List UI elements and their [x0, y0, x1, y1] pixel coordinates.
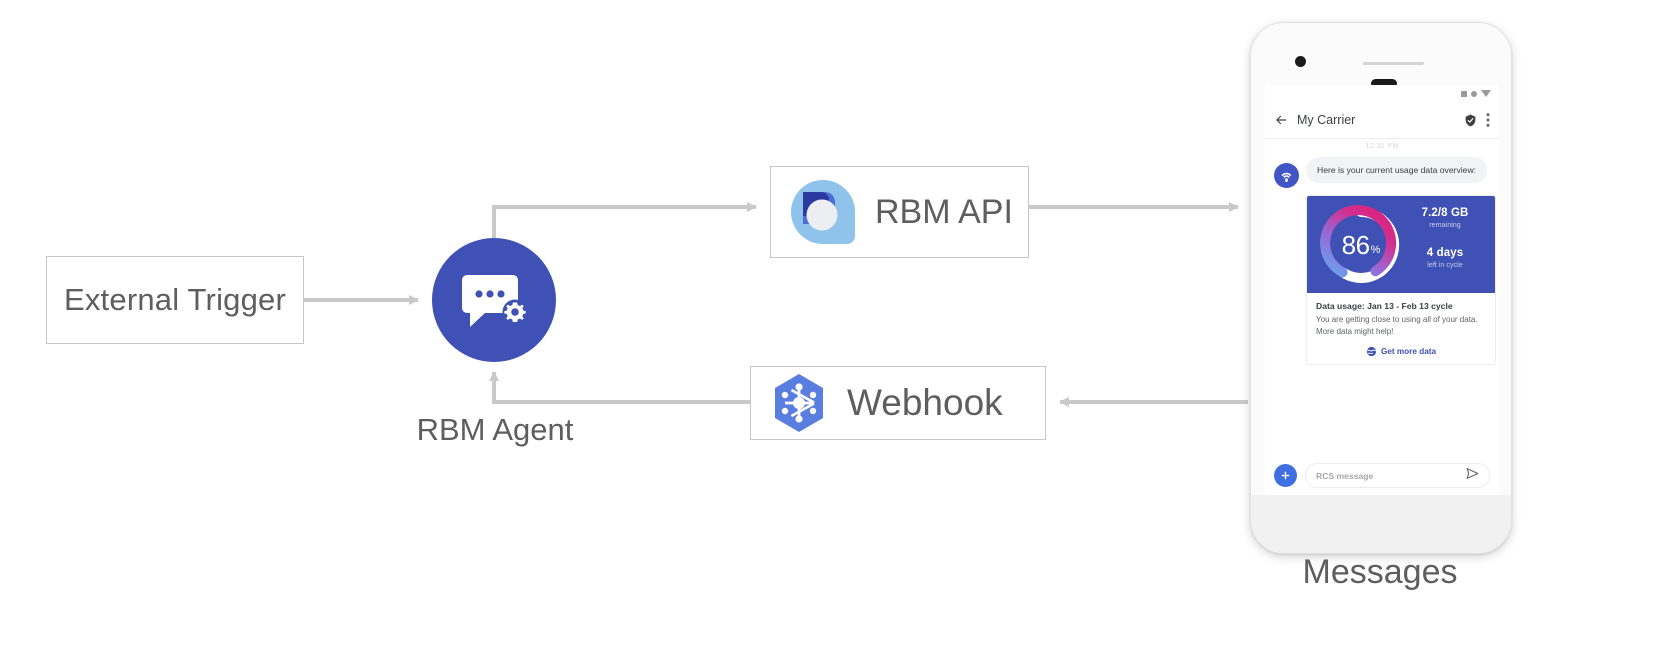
external-trigger-label: External Trigger — [63, 282, 287, 317]
stat-value: 4 days — [1426, 247, 1464, 259]
carrier-signal-icon — [1281, 172, 1292, 182]
message-bubble: Here is your current usage data overview… — [1306, 157, 1488, 184]
card-hero: 86 % 7.2/8 GB remaining 4 days lef — [1307, 196, 1495, 293]
conversation-area: 12:30 PM Here is your current usage data… — [1265, 139, 1499, 457]
rbm-agent-caption: RBM Agent — [416, 412, 574, 447]
rbm-api-teardrop-icon — [791, 180, 855, 244]
usage-gauge: 86 % — [1320, 204, 1402, 286]
stat-label: remaining — [1429, 220, 1461, 229]
rcs-message-placeholder: RCS message — [1316, 470, 1374, 481]
send-icon[interactable] — [1466, 467, 1479, 485]
stat-label: left in cycle — [1427, 260, 1463, 269]
app-bar: My Carrier — [1265, 102, 1499, 139]
card-title: Data usage: Jan 13 - Feb 13 cycle — [1316, 301, 1453, 311]
status-bar — [1265, 85, 1499, 102]
battery-triangle-icon — [1481, 90, 1491, 97]
node-external-trigger[interactable]: External Trigger — [46, 256, 304, 344]
phone-top-bezel — [1251, 23, 1511, 88]
message-timestamp: 12:30 PM — [1365, 143, 1399, 150]
gauge-center-value: 86 % — [1320, 204, 1402, 286]
get-more-data-label: Get more data — [1380, 347, 1437, 357]
earpiece-line — [1363, 62, 1424, 65]
card-description: You are getting close to using all of yo… — [1316, 315, 1478, 336]
phone-device: My Carrier 12:30 PM — [1250, 22, 1512, 554]
node-rbm-agent[interactable] — [432, 238, 556, 362]
rich-card[interactable]: 86 % 7.2/8 GB remaining 4 days lef — [1306, 195, 1496, 366]
avatar — [1274, 163, 1299, 188]
verified-shield-icon — [1464, 114, 1477, 127]
stat-data-remaining: 7.2/8 GB remaining — [1404, 207, 1486, 229]
wifi-dot-icon — [1471, 90, 1477, 97]
gauge-value: 86 — [1341, 229, 1370, 260]
data-globe-icon — [1366, 347, 1377, 357]
card-body: Data usage: Jan 13 - Feb 13 cycle You ar… — [1307, 293, 1495, 364]
node-webhook[interactable]: Webhook — [750, 366, 1046, 440]
plus-icon[interactable] — [1274, 464, 1297, 487]
phone-screen: My Carrier 12:30 PM — [1265, 85, 1499, 517]
get-more-data-button[interactable]: Get more data — [1316, 346, 1486, 357]
rbm-api-label: RBM API — [875, 192, 1013, 231]
cloud-functions-hexagon-icon — [775, 374, 823, 432]
chat-gear-icon — [462, 275, 528, 327]
hero-stats: 7.2/8 GB remaining 4 days left in cycle — [1404, 207, 1486, 269]
incoming-message-row: Here is your current usage data overview… — [1274, 157, 1490, 188]
more-vert-icon[interactable] — [1486, 113, 1490, 127]
gauge-unit: % — [1370, 243, 1381, 256]
front-camera-icon — [1295, 56, 1306, 67]
search-input[interactable]: RCS message — [1305, 463, 1490, 488]
arrow-back-icon[interactable] — [1274, 113, 1288, 127]
messages-caption: Messages — [1302, 553, 1458, 591]
speaker-grille — [1371, 79, 1397, 88]
conversation-title: My Carrier — [1297, 113, 1356, 127]
message-composer: RCS message — [1265, 457, 1499, 494]
webhook-label: Webhook — [847, 382, 1003, 423]
node-rbm-api[interactable]: RBM API — [770, 166, 1029, 258]
stat-value: 7.2/8 GB — [1421, 207, 1469, 219]
stat-days-left: 4 days left in cycle — [1404, 247, 1486, 269]
signal-square-icon — [1461, 90, 1467, 97]
phone-bottom-bezel — [1251, 495, 1511, 553]
